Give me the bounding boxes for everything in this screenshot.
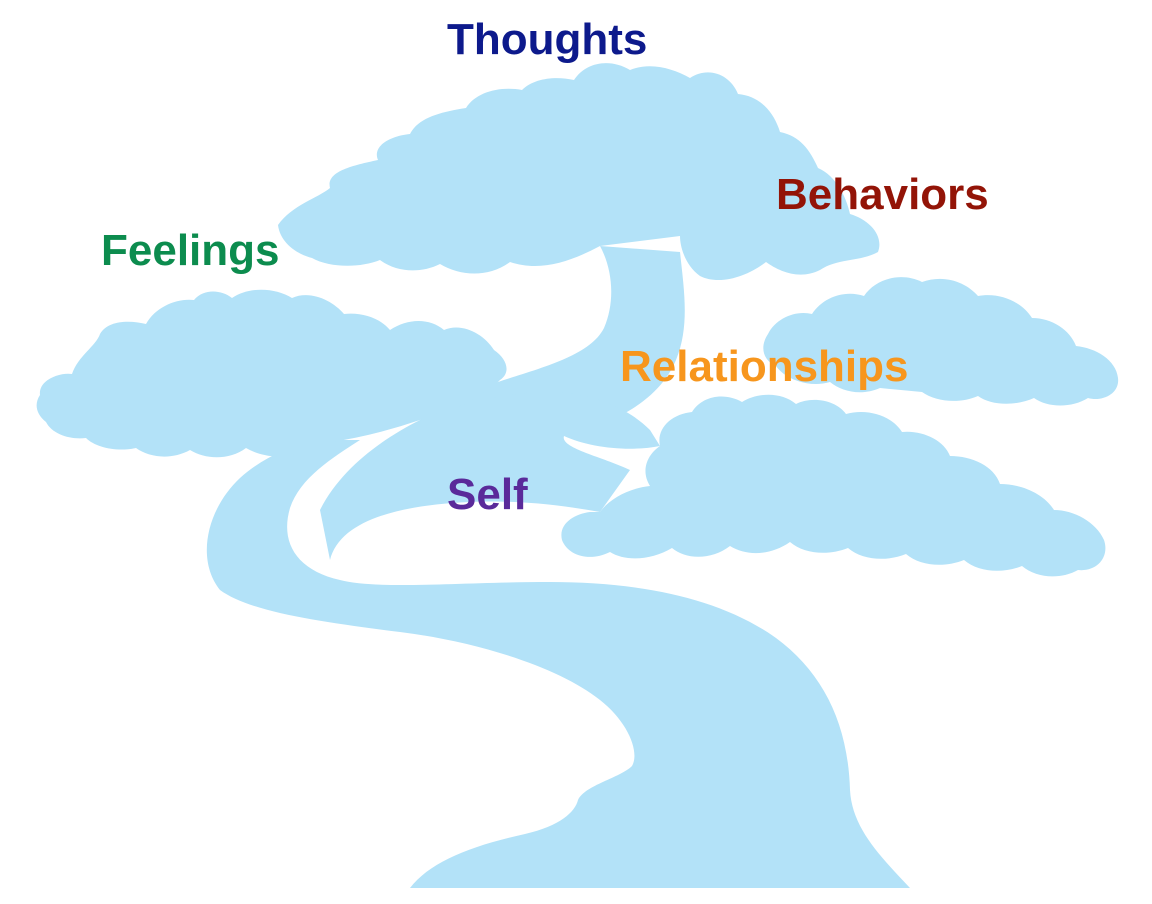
- label-relationships: Relationships: [620, 342, 909, 391]
- crown-left: [36, 289, 507, 458]
- crown-top: [278, 63, 880, 281]
- label-self: Self: [447, 470, 528, 519]
- tree-shapes: [36, 63, 1119, 888]
- crown-bridge: [420, 391, 660, 450]
- tree-trunk: [206, 440, 911, 888]
- label-thoughts: Thoughts: [447, 15, 648, 64]
- label-feelings: Feelings: [101, 226, 280, 275]
- label-behaviors: Behaviors: [776, 170, 989, 219]
- crown-right-lower: [561, 394, 1106, 577]
- crown-right-upper: [763, 277, 1119, 406]
